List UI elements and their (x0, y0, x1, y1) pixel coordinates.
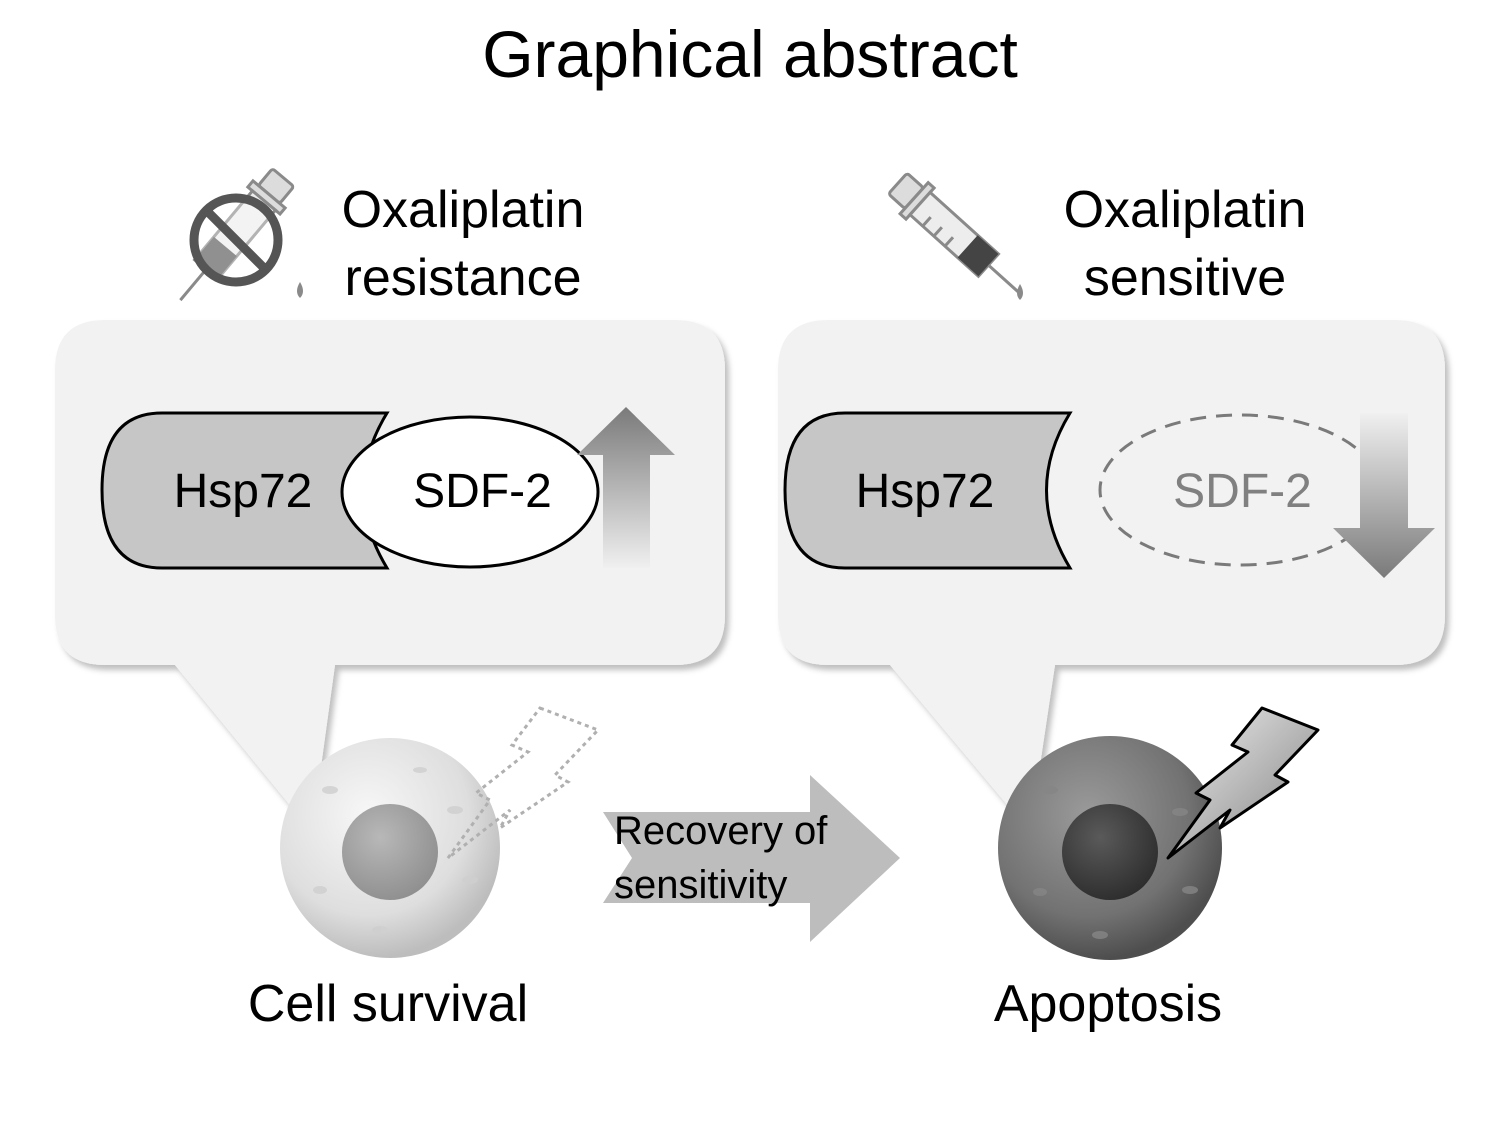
left-dotted-bolt-icon (446, 706, 601, 860)
page-title: Graphical abstract (482, 17, 1018, 91)
right-condition-label: Oxaliplatin sensitive (975, 176, 1395, 312)
left-sdf2-ellipse (340, 415, 600, 569)
recovery-label: Recovery of sensitivity (614, 804, 914, 912)
right-condition-line2: sensitive (1083, 249, 1287, 307)
left-cell-icon (280, 738, 500, 958)
left-condition-label: Oxaliplatin resistance (253, 176, 673, 312)
left-sdf2-label: SDF-2 (413, 465, 552, 518)
left-up-arrow (577, 407, 675, 568)
syringe-icon (888, 172, 1023, 300)
right-hsp72-shape (783, 411, 1073, 570)
right-hsp72-label: Hsp72 (855, 465, 995, 518)
right-sdf2-label: SDF-2 (1173, 465, 1312, 518)
right-condition-line1: Oxaliplatin (1063, 181, 1307, 239)
left-condition-line1: Oxaliplatin (341, 181, 585, 239)
right-cell-icon (998, 736, 1222, 960)
recovery-line2: sensitivity (614, 863, 788, 907)
left-outcome-label: Cell survival (247, 975, 529, 1033)
syringe-prohibited-icon (179, 168, 303, 302)
left-hsp72-label: Hsp72 (173, 465, 313, 518)
lightning-bolt-icon (1166, 706, 1320, 860)
right-outcome-label: Apoptosis (993, 975, 1223, 1033)
recovery-arrow (603, 775, 900, 942)
recovery-line1: Recovery of (614, 809, 828, 853)
right-down-arrow (1333, 413, 1435, 578)
left-condition-line2: resistance (344, 249, 582, 307)
